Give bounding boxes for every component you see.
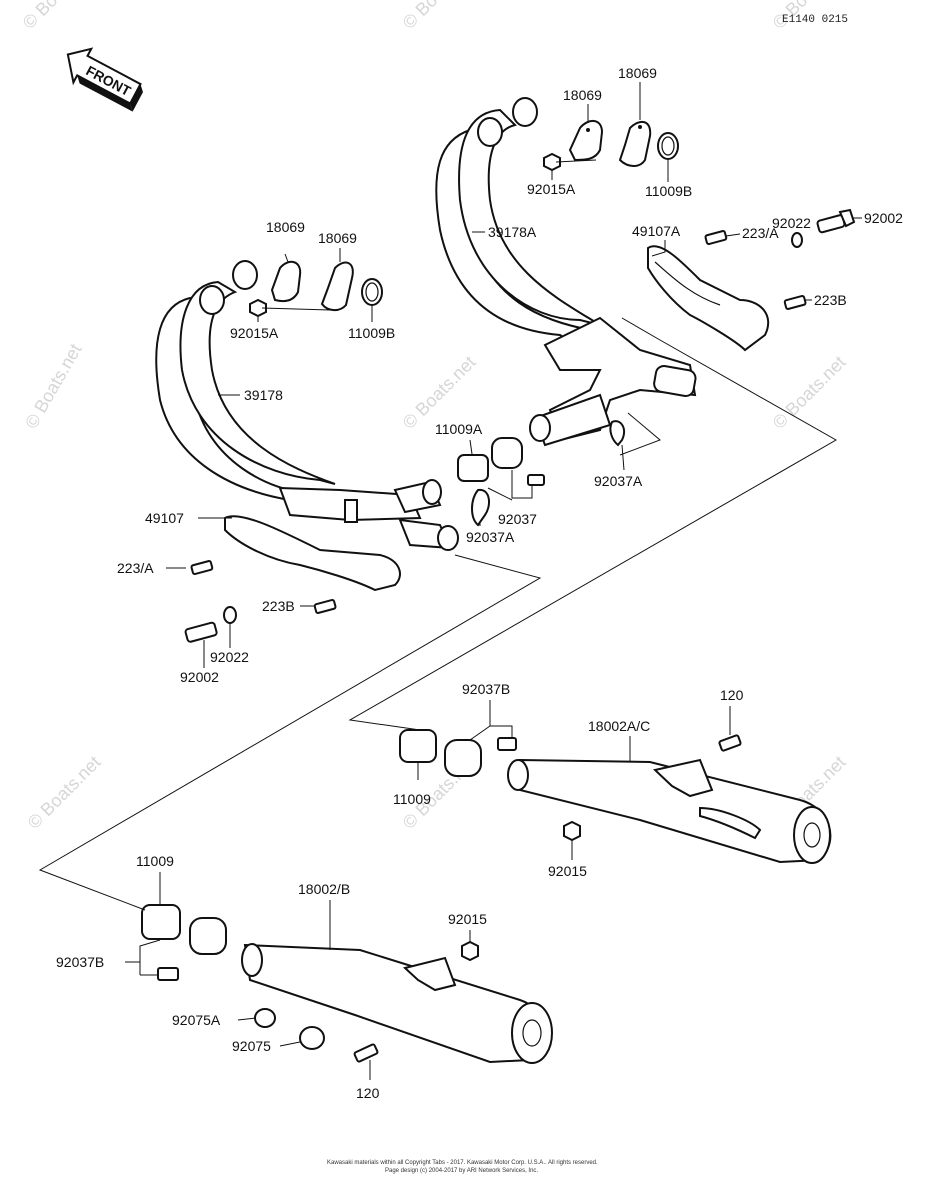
label-11009B: 11009B xyxy=(348,325,395,341)
label-120: 120 xyxy=(720,687,744,703)
label-92015A: 92015A xyxy=(527,181,576,197)
label-92015: 92015 xyxy=(448,911,487,927)
label-11009: 11009 xyxy=(136,853,174,869)
bolt-223A-right xyxy=(704,230,728,246)
nut-92015-left xyxy=(461,940,479,962)
bolt-223B-right xyxy=(783,294,807,310)
bolt-92002-left xyxy=(184,621,218,643)
watermark: © Boats.net xyxy=(24,752,105,833)
grommet-92075A xyxy=(254,1008,276,1028)
label-120: 120 xyxy=(356,1085,380,1101)
clamp-92037 xyxy=(491,437,545,486)
label-92037B: 92037B xyxy=(462,681,510,697)
label-92075A: 92075A xyxy=(172,1012,221,1028)
gasket-11009A xyxy=(457,454,489,482)
clamp-92037B-left xyxy=(157,917,227,981)
label-11009A: 11009A xyxy=(435,421,483,437)
label-92037A: 92037A xyxy=(594,473,643,489)
clamp-92037A-right xyxy=(609,420,626,447)
clamp-92037B-right xyxy=(444,737,517,777)
diagram-code: E1140 0215 xyxy=(782,14,848,26)
nut-92015-right xyxy=(563,820,581,842)
label-223A: 223/A xyxy=(117,560,154,576)
label-92015A: 92015A xyxy=(230,325,279,341)
label-11009B: 11009B xyxy=(645,183,692,199)
label-223B: 223B xyxy=(262,598,295,614)
label-18069: 18069 xyxy=(563,87,602,103)
label-92037B: 92037B xyxy=(56,954,104,970)
header-pipe-39178A xyxy=(435,97,697,447)
clamp-92037A-left xyxy=(471,488,491,527)
clamp-18069-right-1 xyxy=(568,120,604,162)
watermark: © Boats.net xyxy=(21,340,85,432)
gasket-11009-right xyxy=(399,729,437,763)
connection-lines xyxy=(38,317,838,911)
footer-copyright: Kawasaki materials within all Copyright … xyxy=(327,1160,598,1166)
gasket-11009-left xyxy=(141,904,181,940)
label-18002AC: 18002A/C xyxy=(588,718,650,734)
label-92037: 92037 xyxy=(498,511,537,527)
gasket-11009B-left xyxy=(361,278,383,306)
label-92002: 92002 xyxy=(180,669,219,685)
label-39178: 39178 xyxy=(244,387,283,403)
label-39178A: 39178A xyxy=(488,224,537,240)
grommet-92075 xyxy=(299,1026,325,1050)
part-labels: 18069 18069 92015A 11009B 39178A 49107A … xyxy=(56,65,903,1101)
label-18002B: 18002/B xyxy=(298,881,350,897)
header-pipe-39178 xyxy=(155,260,459,551)
bolt-120-right xyxy=(718,734,742,752)
bolt-92002-right xyxy=(816,208,856,234)
clamp-18069-left-2 xyxy=(320,261,354,312)
label-49107A: 49107A xyxy=(632,223,681,239)
label-11009: 11009 xyxy=(393,791,431,807)
label-223B: 223B xyxy=(814,292,847,308)
label-92075: 92075 xyxy=(232,1038,271,1054)
heat-guard-49107 xyxy=(224,515,401,592)
heat-guard-49107A xyxy=(647,245,770,352)
leader-lines xyxy=(125,82,862,1080)
watermark: © Boats.net xyxy=(19,0,100,33)
clamp-18069-right-2 xyxy=(618,120,652,167)
label-92022: 92022 xyxy=(210,649,249,665)
label-18069: 18069 xyxy=(618,65,657,81)
front-arrow-icon: FRONT xyxy=(66,47,143,112)
label-223A: 223/A xyxy=(742,225,779,241)
label-92002: 92002 xyxy=(864,210,903,226)
nut-92015A-right xyxy=(543,152,561,172)
bolt-120-left xyxy=(353,1043,379,1063)
washer-92022-right xyxy=(791,232,803,248)
label-49107: 49107 xyxy=(145,510,184,526)
label-18069: 18069 xyxy=(318,230,357,246)
nut-92015A-left xyxy=(249,298,267,318)
muffler-18002B xyxy=(241,943,553,1064)
clamp-18069-left-1 xyxy=(270,260,302,302)
footer-page-design: Page design (c) 2004-2017 by ARI Network… xyxy=(385,1168,538,1174)
watermark: © Boats.net xyxy=(399,0,480,33)
label-92015: 92015 xyxy=(548,863,587,879)
watermark: © Boats.net xyxy=(769,352,850,433)
washer-92022-left xyxy=(223,606,237,624)
label-18069: 18069 xyxy=(266,219,305,235)
label-92037A: 92037A xyxy=(466,529,515,545)
gasket-11009B-right xyxy=(657,132,679,160)
watermarks: © Boats.net © Boats.net © Boats.net © Bo… xyxy=(19,0,850,833)
bolt-223A-left xyxy=(190,560,214,576)
muffler-18002AC xyxy=(507,758,832,864)
label-92022: 92022 xyxy=(772,215,811,231)
bolt-223B-left xyxy=(313,598,337,614)
